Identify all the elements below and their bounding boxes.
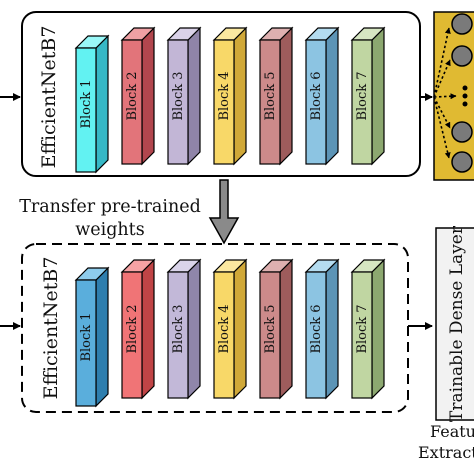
connection-arrow xyxy=(433,96,451,129)
block-side-face xyxy=(371,258,385,400)
block-1: Block 1 xyxy=(74,266,110,408)
block-2: Block 2 xyxy=(120,26,156,166)
classifier-head xyxy=(433,11,474,181)
block-label: Block 5 xyxy=(263,304,278,353)
transfer-label-line2: weights xyxy=(75,220,144,240)
transfer-weights: Transfer pre-trained weights xyxy=(19,179,240,245)
connection-arrow xyxy=(433,27,451,98)
dense-layer: Trainable Dense Layer Featu Extract xyxy=(418,225,474,462)
dense-layer-box xyxy=(435,227,474,421)
block-4: Block 4 xyxy=(212,26,248,166)
ellipsis-dot xyxy=(462,101,468,107)
block-front-face xyxy=(167,271,189,399)
bottom-model-box xyxy=(21,243,409,413)
block-label: Block 1 xyxy=(79,312,94,361)
neuron-node xyxy=(451,45,473,67)
block-label: Block 7 xyxy=(355,71,370,120)
ellipsis-dot xyxy=(462,85,468,91)
block-side-face xyxy=(141,258,155,400)
block-7: Block 7 xyxy=(350,258,386,400)
block-3: Block 3 xyxy=(166,258,202,400)
block-6: Block 6 xyxy=(304,26,340,166)
block-1: Block 1 xyxy=(74,34,110,174)
block-side-face xyxy=(325,26,339,166)
block-4: Block 4 xyxy=(212,258,248,400)
block-side-face xyxy=(325,258,339,400)
block-label: Block 2 xyxy=(125,71,140,120)
block-front-face xyxy=(259,271,281,399)
neuron-node xyxy=(451,121,473,143)
block-side-face xyxy=(279,26,293,166)
block-label: Block 3 xyxy=(171,304,186,353)
block-2: Block 2 xyxy=(120,258,156,400)
block-front-face xyxy=(213,271,235,399)
block-front-face xyxy=(213,39,235,165)
feature-extractor-label-line2: Extract xyxy=(418,443,474,462)
dense-layer-label: Trainable Dense Layer xyxy=(447,225,467,422)
block-side-face xyxy=(187,26,201,166)
block-front-face xyxy=(121,39,143,165)
block-front-face xyxy=(305,39,327,165)
block-7: Block 7 xyxy=(350,26,386,166)
block-side-face xyxy=(279,258,293,400)
block-side-face xyxy=(233,258,247,400)
block-label: Block 6 xyxy=(309,71,324,120)
neuron-node xyxy=(451,13,473,35)
top-blocks: Block 1 Block 2 Block 3 Block 4 Block 5 Block… xyxy=(74,26,386,174)
block-front-face xyxy=(167,39,189,165)
block-front-face xyxy=(75,279,97,407)
block-label: Block 7 xyxy=(355,304,370,353)
block-label: Block 5 xyxy=(263,71,278,120)
block-side-face xyxy=(141,26,155,166)
block-front-face xyxy=(75,47,97,173)
block-side-face xyxy=(95,266,109,408)
block-front-face xyxy=(351,39,373,165)
ellipsis-dot xyxy=(462,93,468,99)
connection-arrow xyxy=(433,93,457,100)
block-label: Block 6 xyxy=(309,304,324,353)
block-front-face xyxy=(305,271,327,399)
bottom-blocks: Block 1 Block 2 Block 3 Block 4 Block 5 Block… xyxy=(74,258,386,408)
block-side-face xyxy=(233,26,247,166)
block-label: Block 3 xyxy=(171,71,186,120)
connection-arrow xyxy=(433,59,451,98)
bottom-model-title: EfficientNetB7 xyxy=(40,257,62,400)
block-label: Block 4 xyxy=(217,304,232,353)
top-model-box xyxy=(21,11,421,177)
block-side-face xyxy=(95,34,109,174)
feature-extractor-label-line1: Featu xyxy=(430,422,474,441)
block-3: Block 3 xyxy=(166,26,202,166)
block-side-face xyxy=(187,258,201,400)
block-label: Block 4 xyxy=(217,71,232,120)
connection-arrow xyxy=(433,96,451,159)
block-5: Block 5 xyxy=(258,258,294,400)
block-6: Block 6 xyxy=(304,258,340,400)
block-front-face xyxy=(121,271,143,399)
transfer-arrow xyxy=(208,179,240,245)
transfer-label-line1: Transfer pre-trained xyxy=(19,197,201,217)
block-label: Block 2 xyxy=(125,304,140,353)
block-side-face xyxy=(371,26,385,166)
block-label: Block 1 xyxy=(79,79,94,128)
top-model-title: EfficientNetB7 xyxy=(38,26,60,169)
block-front-face xyxy=(351,271,373,399)
block-front-face xyxy=(259,39,281,165)
neuron-node xyxy=(451,151,473,173)
block-5: Block 5 xyxy=(258,26,294,166)
